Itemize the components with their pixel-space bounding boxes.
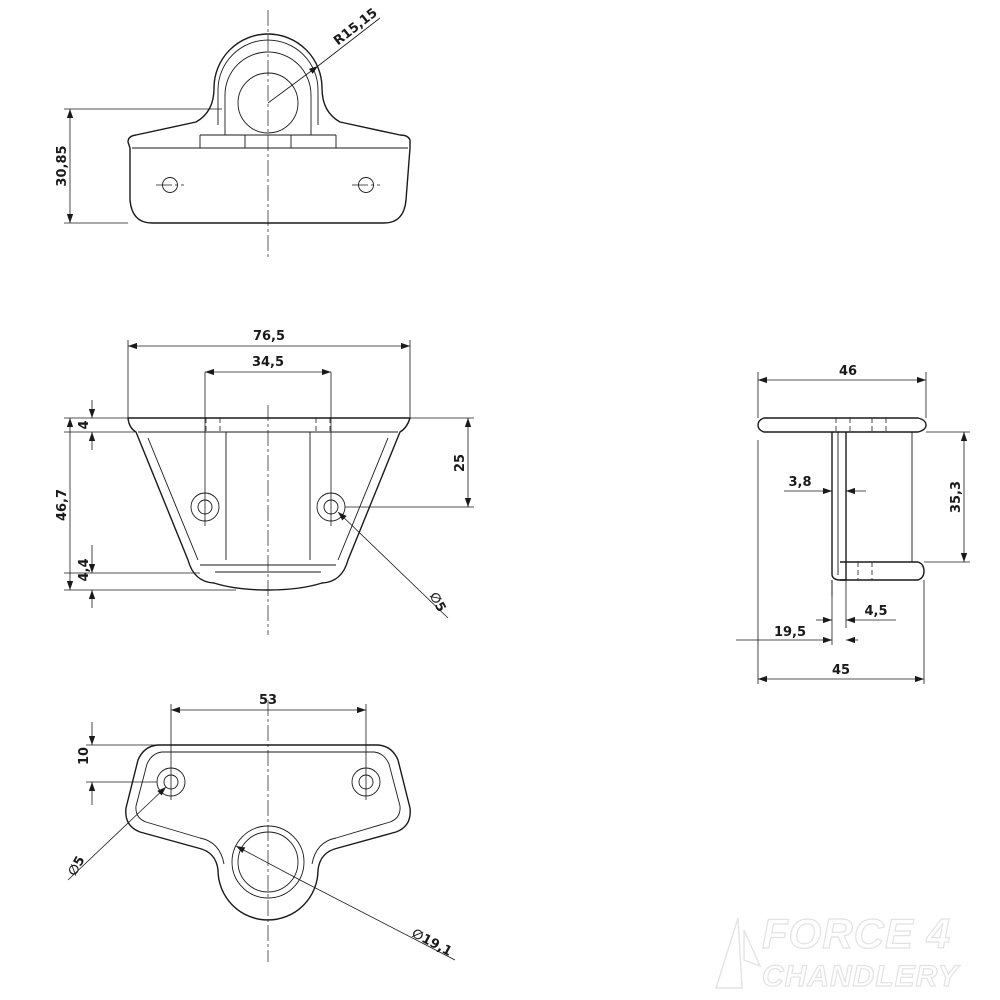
sailboat-icon [715,917,762,989]
side-view: 46 3,8 35,3 4,5 19,5 45 [736,364,970,684]
side-view-foot [840,561,925,581]
plan-view-inner-right [162,751,401,865]
side-view-width-dim: 46 [839,364,857,379]
top-view-height-dim: 30,85 [55,145,70,186]
front-view-inner-width-dim: 34,5 [252,355,284,370]
front-view-outline [127,417,411,591]
plan-view: 53 10 ∅5 ∅19,1 [65,693,456,962]
plan-view-hole-dia-dim: ∅5 [65,854,88,879]
watermark-line2: CHANDLERY [762,960,961,993]
front-view-ring-walls [225,432,311,560]
plan-view-ring-outer [231,825,305,899]
plan-view-ring-leader [299,879,456,961]
top-view-radius-leader [267,65,319,104]
side-view-foot-dim: 4,5 [864,604,887,619]
top-view-radius-leader-ext [317,17,381,67]
front-view-total-height-dim: 46,7 [55,489,70,521]
watermark-line1: FORCE 4 [762,910,951,957]
side-view-offset-dim: 19,5 [774,625,806,640]
plan-view-ring-inner [237,831,299,893]
side-view-plate-thickness-dim: 3,8 [788,475,811,490]
side-view-depth-dim: 45 [832,663,850,678]
front-view-bottom-thickness-dim: 4,4 [77,558,92,581]
top-view: 30,85 R15,15 [55,6,411,258]
top-view-ring-inner [224,51,312,135]
front-view-bottom-lip [200,564,336,573]
top-view-body-outline [127,33,411,224]
plan-view-outline [125,744,411,921]
front-view-width-dim: 76,5 [253,329,285,344]
side-view-top-plate [757,417,927,433]
front-view-hole-leader [337,511,449,619]
plan-view-hole-spacing-dim: 53 [259,693,277,708]
top-view-saddle [199,134,337,148]
plan-view-ring-leader-arrow [235,845,301,881]
side-view-height-dim: 35,3 [949,481,964,513]
front-view: 76,5 34,5 4 46,7 4,4 25 ∅5 [55,329,474,635]
front-view-top-thickness-dim: 4 [77,420,92,429]
plan-view-hole-leader [67,786,167,881]
plan-view-edge-offset-dim: 10 [77,747,92,765]
front-view-hole-dia-dim: ∅5 [426,590,449,615]
watermark-logo: FORCE 4 CHANDLERY [715,909,961,994]
side-view-hidden-lines [835,418,887,580]
side-view-inner-lines [837,432,913,575]
side-view-vertical-wall [831,432,847,581]
front-view-hole-height-dim: 25 [453,454,468,472]
plan-view-inner-left [135,751,225,865]
top-view-radius-dim: R15,15 [331,6,381,49]
plan-view-ring-dia-dim: ∅19,1 [409,926,454,960]
front-view-inner-walls [147,437,389,561]
top-view-bore [237,72,299,134]
